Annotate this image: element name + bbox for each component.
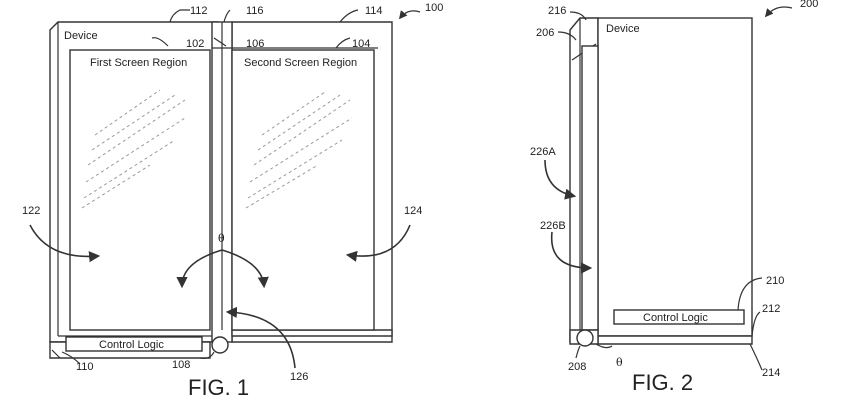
- control-logic-box: [65, 336, 203, 352]
- theta-arc: [176, 249, 269, 289]
- arrow-100: [398, 10, 421, 20]
- ref-114: 114: [365, 5, 383, 17]
- theta-label: θ: [218, 232, 225, 245]
- ref-106: 106: [246, 38, 264, 50]
- ref-122: 122: [22, 205, 40, 217]
- theta-label-2: θ: [616, 356, 623, 369]
- figure-2: Device Control Logic θ 216 206 200 226A …: [530, 0, 818, 395]
- first-screen-region: [69, 49, 211, 331]
- ref-110: 110: [76, 361, 94, 373]
- figure-1: Device First Screen Region Second Screen…: [22, 2, 443, 400]
- ref-216: 216: [548, 5, 566, 17]
- ref-226A: 226A: [530, 146, 556, 158]
- ref-104: 104: [352, 38, 370, 50]
- arrow-122: [29, 224, 101, 263]
- ref-112: 112: [190, 5, 208, 17]
- ref-124: 124: [404, 205, 422, 217]
- arrow-226B: [550, 231, 593, 274]
- ref-102: 102: [186, 38, 204, 50]
- ref-212: 212: [762, 303, 780, 315]
- arrow-200: [764, 6, 793, 18]
- second-screen-region: [231, 49, 375, 331]
- ref-100: 100: [425, 2, 443, 14]
- figure-2-caption: FIG. 2: [632, 370, 693, 395]
- first-region-label: First Screen Region: [90, 57, 187, 69]
- first-region-glare: [81, 89, 186, 209]
- ref-208: 208: [568, 361, 586, 373]
- device-panel: [597, 17, 753, 337]
- device-label: Device: [64, 30, 98, 42]
- control-logic-label: Control Logic: [99, 339, 164, 351]
- screen-strip: [581, 45, 599, 331]
- hinge-circle: [211, 336, 229, 354]
- bottom-base: [597, 335, 753, 345]
- figure-1-caption: FIG. 1: [188, 375, 249, 400]
- arrow-126: [225, 306, 296, 369]
- second-region-label: Second Screen Region: [244, 57, 357, 69]
- control-logic-box-2: [613, 309, 745, 325]
- ref-210: 210: [766, 275, 784, 287]
- arrow-226A: [544, 159, 577, 200]
- ref-200: 200: [800, 0, 818, 10]
- ref-226B: 226B: [540, 220, 566, 232]
- ref-126: 126: [290, 371, 308, 383]
- hinge-circle-2: [576, 329, 594, 347]
- second-region-glare: [245, 91, 353, 209]
- control-logic-label-2: Control Logic: [643, 312, 708, 324]
- ref-214: 214: [762, 367, 780, 379]
- ref-108: 108: [172, 359, 190, 371]
- arrow-124: [345, 224, 411, 262]
- ref-206: 206: [536, 27, 554, 39]
- device-label-2: Device: [606, 23, 640, 35]
- ref-116: 116: [246, 5, 264, 17]
